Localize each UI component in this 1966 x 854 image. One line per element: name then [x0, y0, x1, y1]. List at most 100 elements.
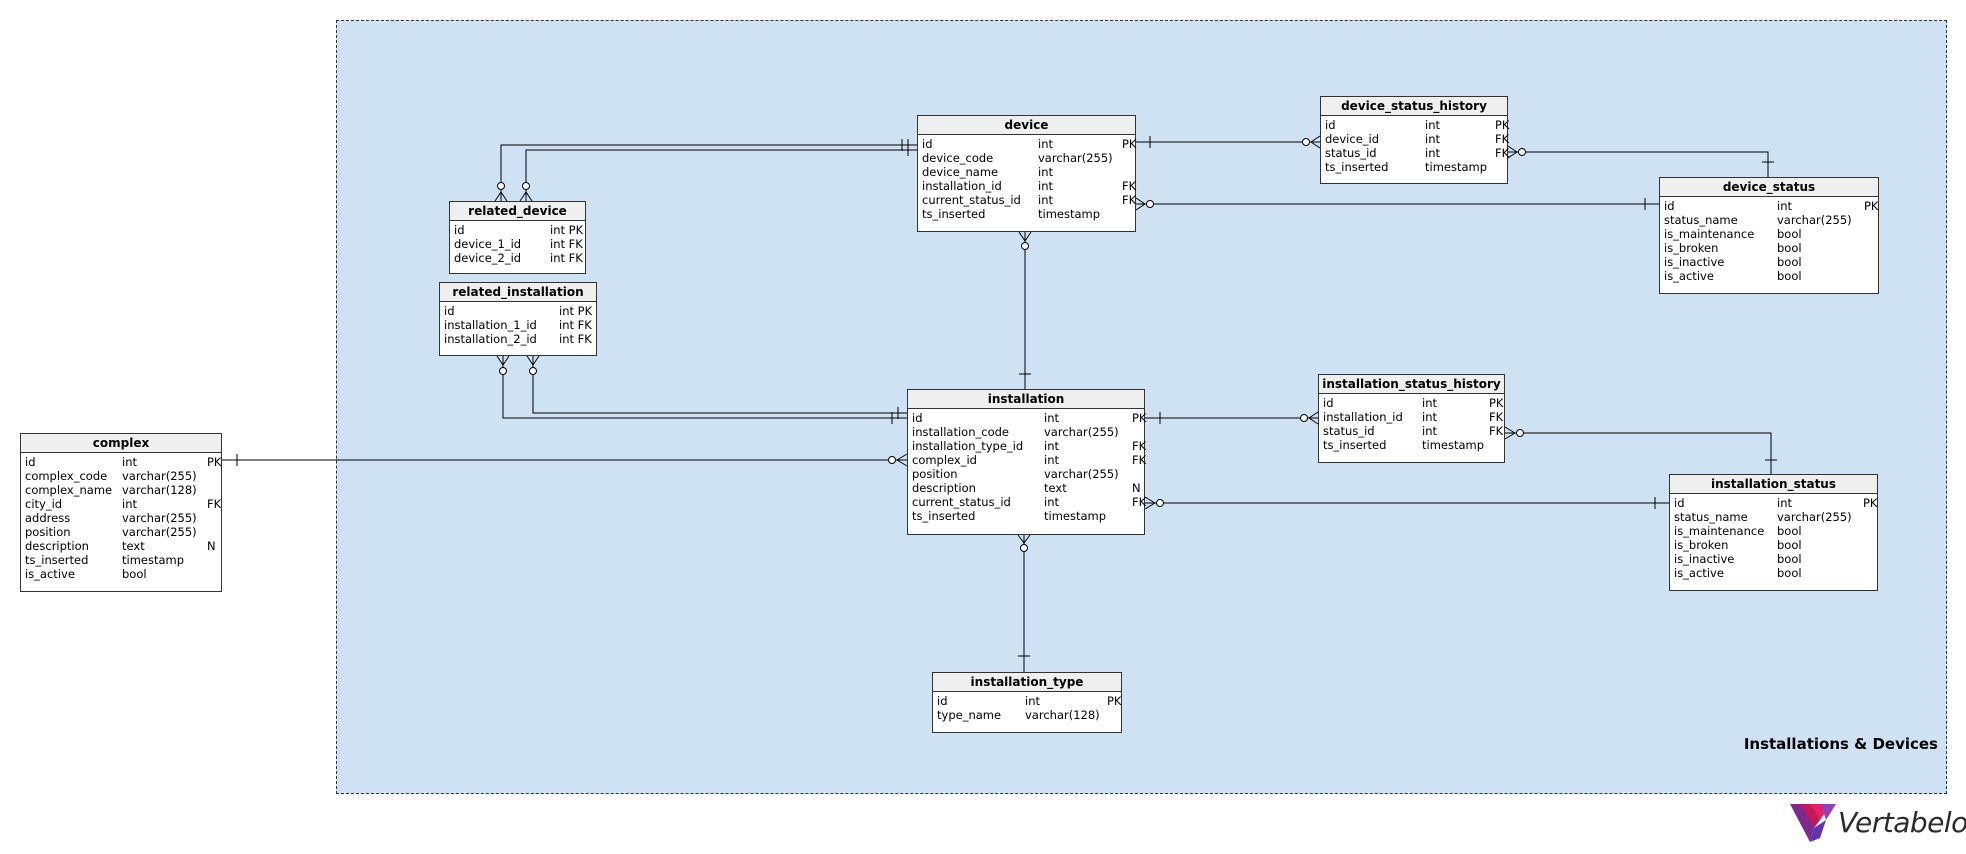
column-name: installation_id [1323, 410, 1403, 424]
column-type: int FK [559, 318, 592, 332]
table-name: installation [908, 390, 1144, 409]
column-key: PK [1864, 199, 1879, 213]
link-dstatus-dsh [1508, 151, 1769, 177]
column-row[interactable]: position varchar(255) [25, 525, 217, 539]
column-name: status_name [1664, 213, 1738, 227]
column-name: is_broken [1674, 538, 1729, 552]
column-name: is_active [25, 567, 75, 581]
column-name: city_id [25, 497, 63, 511]
column-name: id [937, 694, 948, 708]
link-device-rd2 [525, 149, 917, 201]
table-name: device_status [1660, 178, 1878, 197]
column-type: int [1038, 179, 1053, 193]
table-name: related_device [450, 202, 585, 221]
column-type: text [122, 539, 145, 553]
column-name: position [25, 525, 71, 539]
column-type: timestamp [1422, 438, 1485, 452]
column-key: FK [207, 497, 222, 511]
table-name: device_status_history [1321, 97, 1507, 116]
column-type: varchar(255) [122, 525, 197, 539]
column-type: int [1422, 396, 1437, 410]
column-type: int [1038, 137, 1053, 151]
column-row[interactable]: id int PK [937, 694, 1121, 708]
table-name: complex [21, 434, 221, 453]
column-key: PK [1107, 694, 1122, 708]
column-name: id [1323, 396, 1334, 410]
column-type: bool [122, 567, 147, 581]
column-type: timestamp [1038, 207, 1101, 221]
column-type: timestamp [122, 553, 185, 567]
column-name: is_maintenance [1674, 524, 1765, 538]
column-type: int [1425, 118, 1440, 132]
column-row[interactable]: is_active bool [25, 567, 217, 581]
column-type: int [1025, 694, 1040, 708]
column-type: int [1422, 410, 1437, 424]
column-key: PK [1495, 118, 1510, 132]
column-type: varchar(255) [1038, 151, 1113, 165]
column-type: bool [1777, 269, 1802, 283]
column-type: int FK [559, 332, 592, 346]
column-name: id [25, 455, 36, 469]
brand-name: Vertabelo [1838, 806, 1966, 839]
